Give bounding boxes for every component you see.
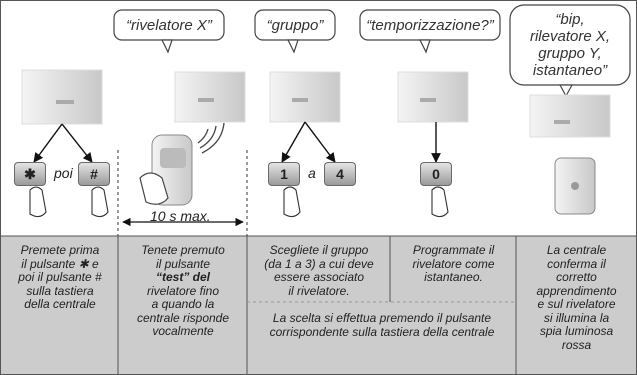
speech-bubble-gruppo — [254, 9, 336, 54]
bubble-bip-line: gruppo Y, — [538, 45, 602, 62]
control-panel-4 — [397, 71, 469, 123]
key-star[interactable]: ✱ — [14, 162, 46, 186]
caption-line: conferma il — [547, 256, 606, 271]
caption-line: “test” del — [155, 270, 210, 284]
control-panel-5 — [529, 94, 611, 138]
caption-line: il pulsante ✱ e — [21, 256, 99, 271]
control-panel-3 — [269, 71, 341, 123]
key-0[interactable]: 0 — [420, 162, 452, 186]
caption-line: vocalmente — [152, 324, 214, 338]
caption-step2: Tenete premuto il pulsante “test” del ri… — [119, 243, 247, 339]
key-4[interactable]: 4 — [324, 162, 356, 186]
caption-line: apprendimento — [536, 283, 617, 298]
caption-line: Scegliete il gruppo — [269, 243, 369, 257]
control-panel-2 — [174, 71, 246, 123]
speech-bubble-bip — [509, 4, 631, 98]
caption-line: istantaneo. — [424, 270, 483, 284]
bubble-text-rivelatore: “rivelatore X” — [126, 16, 212, 34]
detector-confirmed — [554, 157, 596, 215]
speech-bubble-rivelatore — [113, 9, 225, 54]
timer-label: 10 s max. — [150, 208, 211, 224]
caption-line: corretto — [556, 270, 597, 284]
caption-line: il rivelatore. — [288, 283, 350, 298]
caption-line: il pulsante — [155, 256, 211, 271]
caption-line: spia luminosa — [539, 324, 614, 338]
bubble-bip-line: istantaneo” — [532, 62, 608, 79]
caption-line: sulla tastiera — [26, 283, 94, 298]
word-poi: poi — [54, 165, 73, 181]
caption-line: rossa — [561, 337, 592, 352]
caption-line: poi il pulsante # — [18, 270, 102, 284]
caption-area — [1, 236, 636, 374]
caption-line: Programmate il — [412, 243, 495, 257]
hand-icons — [29, 186, 449, 218]
bubble-bip-line: “bip, — [555, 11, 585, 28]
caption-line: Tenete premuto — [141, 243, 225, 257]
control-panel-1 — [21, 69, 103, 125]
caption-line: si illumina la — [543, 310, 610, 325]
caption-line: centrale risponde — [136, 310, 230, 325]
caption-step5: La centrale conferma il corretto apprend… — [517, 243, 636, 352]
bubble-text-bip: “bip, rilevatore X, gruppo Y, istantaneo… — [510, 6, 630, 84]
caption-line: della centrale — [24, 297, 96, 311]
caption-line: (da 1 a 3) a cui deve — [264, 256, 374, 271]
caption-line: rivelatore come — [412, 256, 495, 271]
caption-line: corrispondente sulla tastiera della cent… — [269, 324, 495, 339]
key-1[interactable]: 1 — [268, 162, 300, 186]
caption-step1: Premete prima il pulsante ✱ e poi il pul… — [2, 243, 118, 312]
caption-line: La centrale — [546, 243, 607, 257]
caption-line: Premete prima — [20, 243, 100, 257]
caption-step3: Scegliete il gruppo (da 1 a 3) a cui dev… — [248, 243, 390, 298]
key-hash[interactable]: # — [78, 162, 110, 186]
caption-line: e sul rivelatore — [537, 297, 616, 311]
caption-line: essere associato — [273, 270, 365, 284]
caption-line: a quando la — [151, 297, 215, 311]
caption-line: rivelatore fino — [146, 283, 220, 298]
caption-shared: La scelta si effettua premendo il pulsan… — [248, 311, 516, 339]
detector-device — [139, 134, 193, 206]
speech-bubble-temporizzazione — [359, 9, 501, 54]
signal-waves-icon — [197, 122, 225, 154]
caption-step4: Programmate il rivelatore come istantane… — [391, 243, 516, 285]
word-a: a — [308, 165, 316, 181]
bubble-bip-line: rilevatore X, — [529, 28, 611, 45]
bubble-text-gruppo: “gruppo” — [266, 16, 324, 34]
bubble-text-temporizzazione: “temporizzazione?” — [366, 16, 494, 34]
caption-line: La scelta si effettua premendo il pulsan… — [272, 311, 492, 325]
